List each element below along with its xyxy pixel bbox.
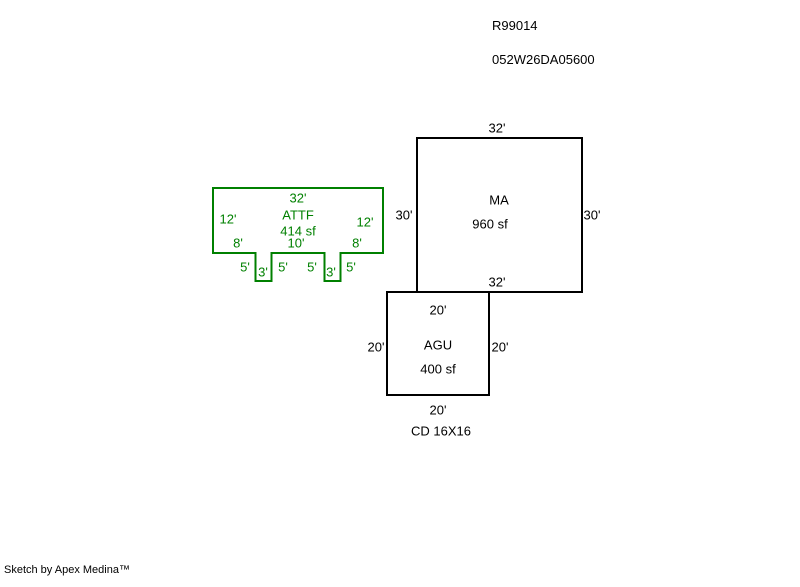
attf-dim-right: 12' [356,214,374,230]
attf-tab-dim-3: 5' [278,259,288,275]
attf-tab-dim-4: 5' [307,259,317,275]
attf-dim-top: 32' [289,190,307,206]
attf-label: ATTF [282,207,314,223]
attf-tab-dim-1: 5' [240,259,250,275]
sketch-credit-label: Sketch by Apex Medina™ [4,564,130,576]
ma-area-label: 960 sf [472,216,508,232]
parcel-id-label: R99014 [492,18,538,33]
ma-dim-left: 30' [395,207,413,223]
account-number-label: 052W26DA05600 [492,52,595,67]
attf-dim-bottom-left: 8' [233,235,243,251]
attf-tab-dim-2: 3' [258,264,268,280]
attf-outline [212,187,384,282]
attf-outline-path [212,187,384,282]
agu-dim-top: 20' [429,302,447,318]
agu-area-label: 400 sf [420,361,456,377]
attf-area-label: 414 sf [280,223,316,239]
agu-dim-right: 20' [491,339,509,355]
attf-dim-left: 12' [219,211,237,227]
attf-tab-dim-5: 3' [326,264,336,280]
agu-dim-bottom: 20' [429,402,447,418]
ma-outline [416,137,583,293]
agu-label: AGU [423,337,453,353]
agu-note-label: CD 16X16 [411,423,471,439]
agu-dim-left: 20' [367,339,385,355]
attf-tab-dim-6: 5' [346,259,356,275]
ma-dim-top: 32' [488,120,506,136]
ma-dim-right: 30' [583,207,601,223]
attf-dim-bottom-mid: 10' [287,235,305,251]
ma-dim-bottom: 32' [488,274,506,290]
agu-outline [386,291,490,396]
attf-dim-bottom-right: 8' [352,235,362,251]
ma-label: MA [489,192,509,208]
